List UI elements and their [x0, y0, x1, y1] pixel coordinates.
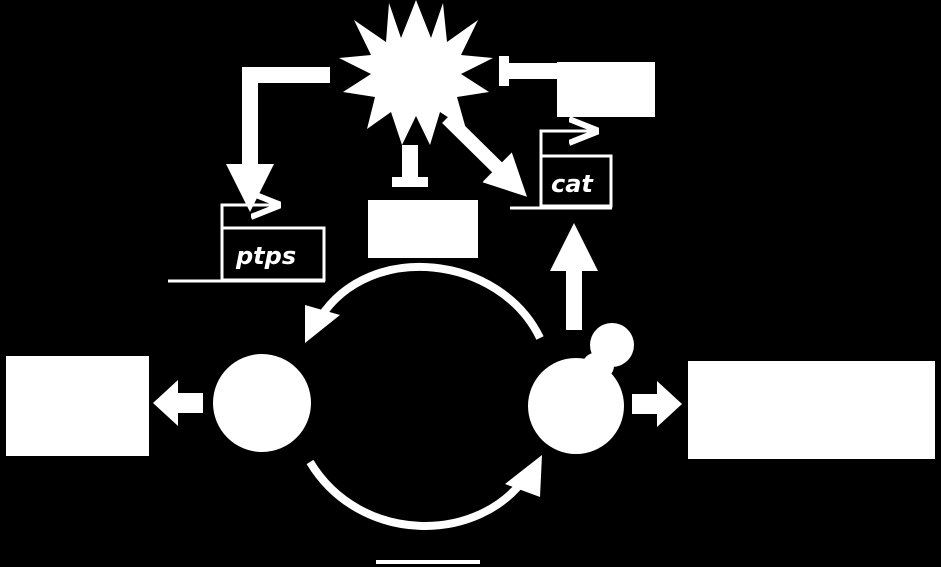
cat-label: cat: [551, 170, 594, 198]
stress-starburst: [339, 0, 493, 145]
left-cell: [213, 354, 311, 452]
center-box: [368, 200, 478, 258]
ptps-gene: ptps: [168, 205, 326, 283]
cycle-arc-top: [316, 262, 544, 340]
activation-arrow-ptps: [226, 67, 330, 212]
right-arrow: [632, 381, 682, 427]
top-right-box: [557, 62, 655, 117]
right-box: [688, 361, 935, 459]
cycle-arc-top-arrowhead: [305, 305, 340, 343]
inhibition-center: [392, 145, 428, 187]
cat-gene: cat: [510, 131, 613, 210]
inhibition-top-right: [499, 56, 560, 86]
left-arrow: [153, 380, 203, 426]
cycle-arc-bottom-arrowhead: [505, 455, 542, 497]
budding-cell: [528, 323, 634, 454]
cycle-arc-bottom: [306, 459, 531, 530]
activation-arrow-cat: [442, 113, 527, 197]
ptps-label: ptps: [235, 242, 296, 270]
left-box: [6, 356, 149, 456]
